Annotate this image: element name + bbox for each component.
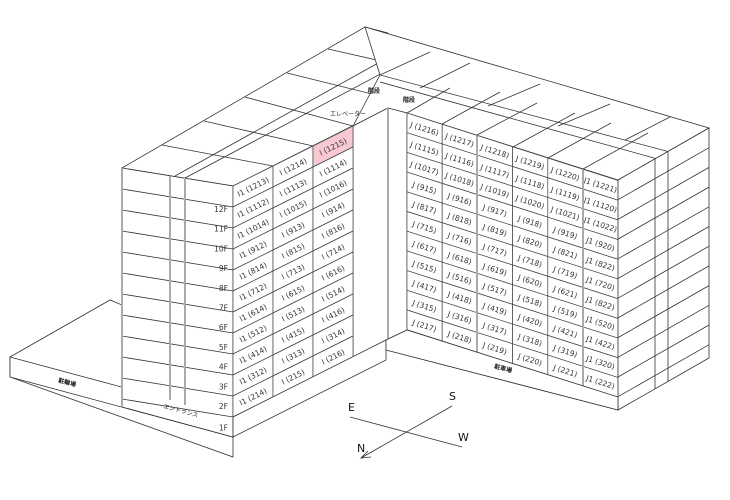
- floor-label: 5F: [219, 343, 228, 352]
- floor-line: [121, 230, 234, 250]
- stairs-label-1: 階段: [368, 87, 380, 95]
- right-block-ground-floor: [385, 329, 619, 411]
- floor-line: [617, 186, 710, 240]
- floor-line: [121, 398, 234, 418]
- floor-line: [121, 314, 234, 334]
- floor-line: [617, 167, 710, 220]
- floor-label: 4F: [219, 363, 228, 372]
- compass-east: E: [348, 401, 355, 414]
- compass-south-north-axis: [360, 405, 453, 459]
- floor-label: 9F: [219, 264, 228, 273]
- left-block-west-face: [121, 167, 234, 438]
- floor-line: [121, 356, 234, 376]
- floor-label: 12F: [214, 205, 228, 214]
- stairs-label-2: 階段: [403, 96, 415, 104]
- left-block-units: I1 (1213)I1 (1112)I1 (1014)I1 (912)I1 (8…: [232, 125, 354, 418]
- floor-label: 2F: [219, 402, 228, 411]
- elevator-stairs-core: [352, 107, 408, 358]
- floor-line: [617, 265, 710, 319]
- floor-label: 10F: [214, 244, 228, 253]
- floor-line: [121, 293, 234, 313]
- floor-line: [617, 206, 710, 260]
- floor-line: [617, 324, 710, 378]
- floor-line: [617, 344, 710, 398]
- compass-north: N: [357, 442, 365, 455]
- floor-line: [617, 304, 710, 358]
- floor-label: 1F: [219, 424, 228, 433]
- floor-line: [121, 335, 234, 355]
- floor-line: [617, 285, 710, 338]
- right-block-roof: [352, 26, 711, 181]
- floor-label: 6F: [219, 323, 228, 332]
- compass-north-arrow-icon: [359, 450, 372, 459]
- floor-label: 7F: [219, 304, 228, 313]
- floor-line: [617, 147, 710, 201]
- left-block-ground-floor: [232, 339, 387, 438]
- floor-labels: 12F 11F 10F 9F 8F 7F 6F 5F 4F 3F 2F 1F: [214, 205, 228, 433]
- floor-line: [121, 251, 234, 271]
- floor-line: [617, 245, 710, 299]
- floor-line: [121, 377, 234, 397]
- compass-west: W: [458, 431, 469, 444]
- compass-south: S: [449, 390, 456, 403]
- floor-label: 3F: [219, 382, 228, 391]
- floor-label: 8F: [219, 284, 228, 293]
- floor-line: [121, 272, 234, 292]
- floor-line: [121, 188, 234, 208]
- compass: E S W N: [348, 390, 469, 459]
- floor-line: [617, 226, 710, 279]
- right-block-east-face: [617, 127, 710, 411]
- right-block-units: J (1216)J (1115)J (1017)J (915)J (817)J …: [406, 112, 619, 398]
- elevator-label: エレベーター: [330, 110, 366, 118]
- floor-label: 11F: [214, 225, 228, 234]
- floor-line: [121, 209, 234, 229]
